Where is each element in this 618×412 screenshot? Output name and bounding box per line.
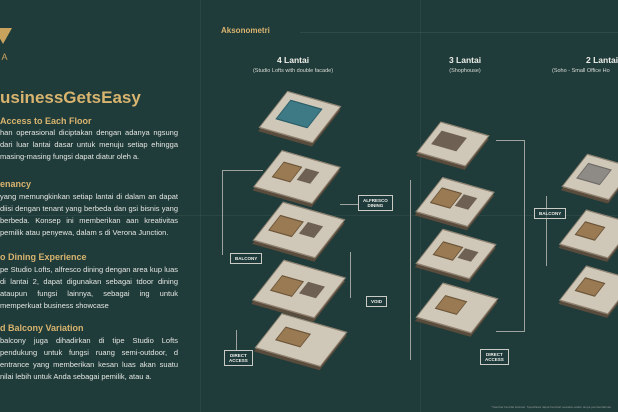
floor-1-4l [251, 259, 347, 319]
headline: usinessGetsEasy [0, 88, 141, 107]
floor-2-3l [415, 177, 495, 227]
axonometric-heading: Aksonometri [221, 26, 270, 35]
floor-1-3l [415, 228, 497, 280]
floor-ground-3l [415, 282, 499, 334]
section-body-access: han operasional diciptakan dengan adanya… [0, 128, 178, 161]
section-body-balcony: balcony juga dihadirkan di tipe Studio L… [0, 336, 178, 381]
tag-alfresco-dining: ALFRESCO DINING [358, 195, 393, 211]
leader-line [546, 196, 548, 266]
floor-ground-2l [558, 265, 618, 315]
floor-ground-4l [254, 313, 348, 367]
brand-name: NA [0, 52, 9, 62]
column-subtitle: (Soho - Small Office Ho [552, 68, 610, 74]
heading-rule [300, 32, 618, 33]
footnote: *Gambar bersifat ilustrasi. Spesifikasi … [491, 405, 612, 409]
leader-line [350, 252, 352, 298]
column-head-4-lantai: 4 Lantai (Studio Lofts with double facad… [238, 55, 348, 74]
bg-gridline [200, 0, 201, 412]
floor-rooftop-2l [561, 153, 618, 201]
leader-line [236, 330, 238, 350]
leader-line [410, 180, 412, 360]
column-title: 2 Lantai [586, 55, 618, 65]
column-title: 3 Lantai [448, 55, 482, 65]
tag-balcony: BALCONY [230, 253, 263, 264]
column-head-3-lantai: 3 Lantai (Shophouse) [425, 55, 505, 74]
leader-line [340, 204, 358, 206]
floor-1-2l [558, 209, 618, 259]
tag-balcony: BALCONY [534, 208, 567, 219]
floor-2-4l [252, 201, 346, 259]
section-body-tenancy: yang memungkinkan setiap lantai di dalam… [0, 192, 178, 237]
floor-rooftop-3l [416, 121, 490, 167]
tag-direct-access: DIRECT ACCESS [480, 349, 509, 365]
section-title-dining: o Dining Experience [0, 252, 87, 262]
tag-void: VOID [366, 296, 388, 307]
brand-logo-icon [0, 28, 12, 44]
leader-line [222, 170, 263, 255]
floor-rooftop-4l [258, 90, 342, 144]
leader-line [496, 140, 525, 332]
floor-3-4l [253, 150, 341, 204]
column-head-2-lantai: 2 Lantai (Soho - Small Office Ho [548, 55, 618, 74]
section-title-tenancy: enancy [0, 179, 32, 189]
section-title-balcony: d Balcony Variation [0, 323, 84, 333]
column-subtitle: (Shophouse) [449, 68, 481, 74]
brand-logo: NA [0, 28, 18, 86]
column-title: 4 Lantai [276, 55, 310, 65]
tag-direct-access: DIRECT ACCESS [224, 350, 253, 366]
section-body-dining: pe Studio Lofts, alfresco dining dengan … [0, 265, 178, 310]
column-subtitle: (Studio Lofts with double facade) [252, 68, 334, 74]
section-title-access: Access to Each Floor [0, 116, 92, 126]
